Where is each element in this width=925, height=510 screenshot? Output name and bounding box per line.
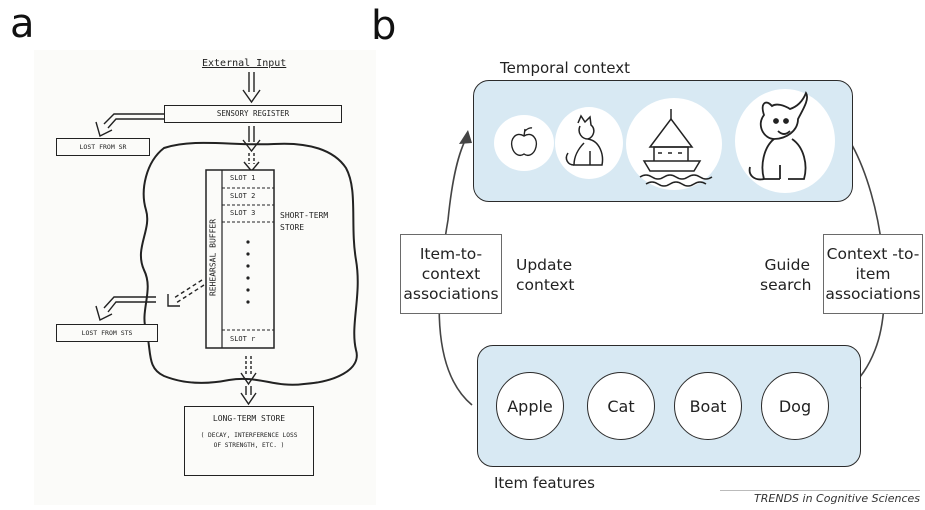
lost-from-sr-box: LOST FROM SR [56, 138, 150, 156]
source-credit: TRENDS in Cognitive Sciences [720, 490, 920, 505]
lost-from-sts-box: LOST FROM STS [56, 324, 158, 342]
item-dog: Dog [761, 372, 829, 440]
item-boat: Boat [674, 372, 742, 440]
update-context-label: Update context [516, 256, 575, 294]
temporal-context-box [473, 80, 853, 202]
long-term-store-label: LONG-TERM STORE [212, 414, 286, 423]
lost-from-sts-label: LOST FROM STS [81, 329, 133, 337]
context-images [494, 89, 835, 193]
cat-icon [565, 114, 604, 166]
slot-2-label: SLOT 2 [230, 192, 256, 200]
item-to-context-label: Item-to-context associations [403, 245, 499, 303]
panel-a-modal-model: External Input SENSORY REGISTER LOST FRO… [34, 50, 376, 505]
panel-a-lines [95, 72, 359, 406]
temporal-context-label: Temporal context [500, 59, 630, 77]
context-to-item-box: Context -to-item associations [823, 234, 923, 314]
lost-from-sr-label: LOST FROM SR [79, 143, 127, 151]
boat-cloud [626, 98, 722, 190]
long-term-store-detail: ( DECAY, INTERFERENCE LOSS OF STRENGTH, … [200, 432, 298, 449]
panel-label-b: b [371, 3, 397, 49]
context-to-item-label: Context -to-item associations [825, 245, 921, 303]
sensory-register-label: SENSORY REGISTER [216, 109, 290, 118]
boat-icon [639, 109, 713, 187]
dog-icon [748, 91, 808, 181]
dog-cloud [735, 89, 835, 193]
guide-search-label: Guide search [760, 256, 812, 294]
panel-label-a: a [10, 1, 35, 47]
slot-r-label: SLOT r [230, 335, 256, 343]
sensory-register-box: SENSORY REGISTER [164, 105, 342, 123]
slot-3-label: SLOT 3 [230, 209, 256, 217]
item-apple: Apple [496, 372, 564, 440]
short-term-store-label: SHORT-TERM STORE [280, 211, 329, 232]
item-cat: Cat [587, 372, 655, 440]
cat-cloud [555, 107, 623, 179]
apple-icon [510, 127, 538, 156]
external-input-label: External Input [202, 58, 287, 69]
long-term-store-box: LONG-TERM STORE ( DECAY, INTERFERENCE LO… [184, 406, 314, 476]
item-features-label: Item features [494, 474, 595, 492]
slot-1-label: SLOT 1 [230, 174, 256, 182]
item-to-context-box: Item-to-context associations [400, 234, 502, 314]
